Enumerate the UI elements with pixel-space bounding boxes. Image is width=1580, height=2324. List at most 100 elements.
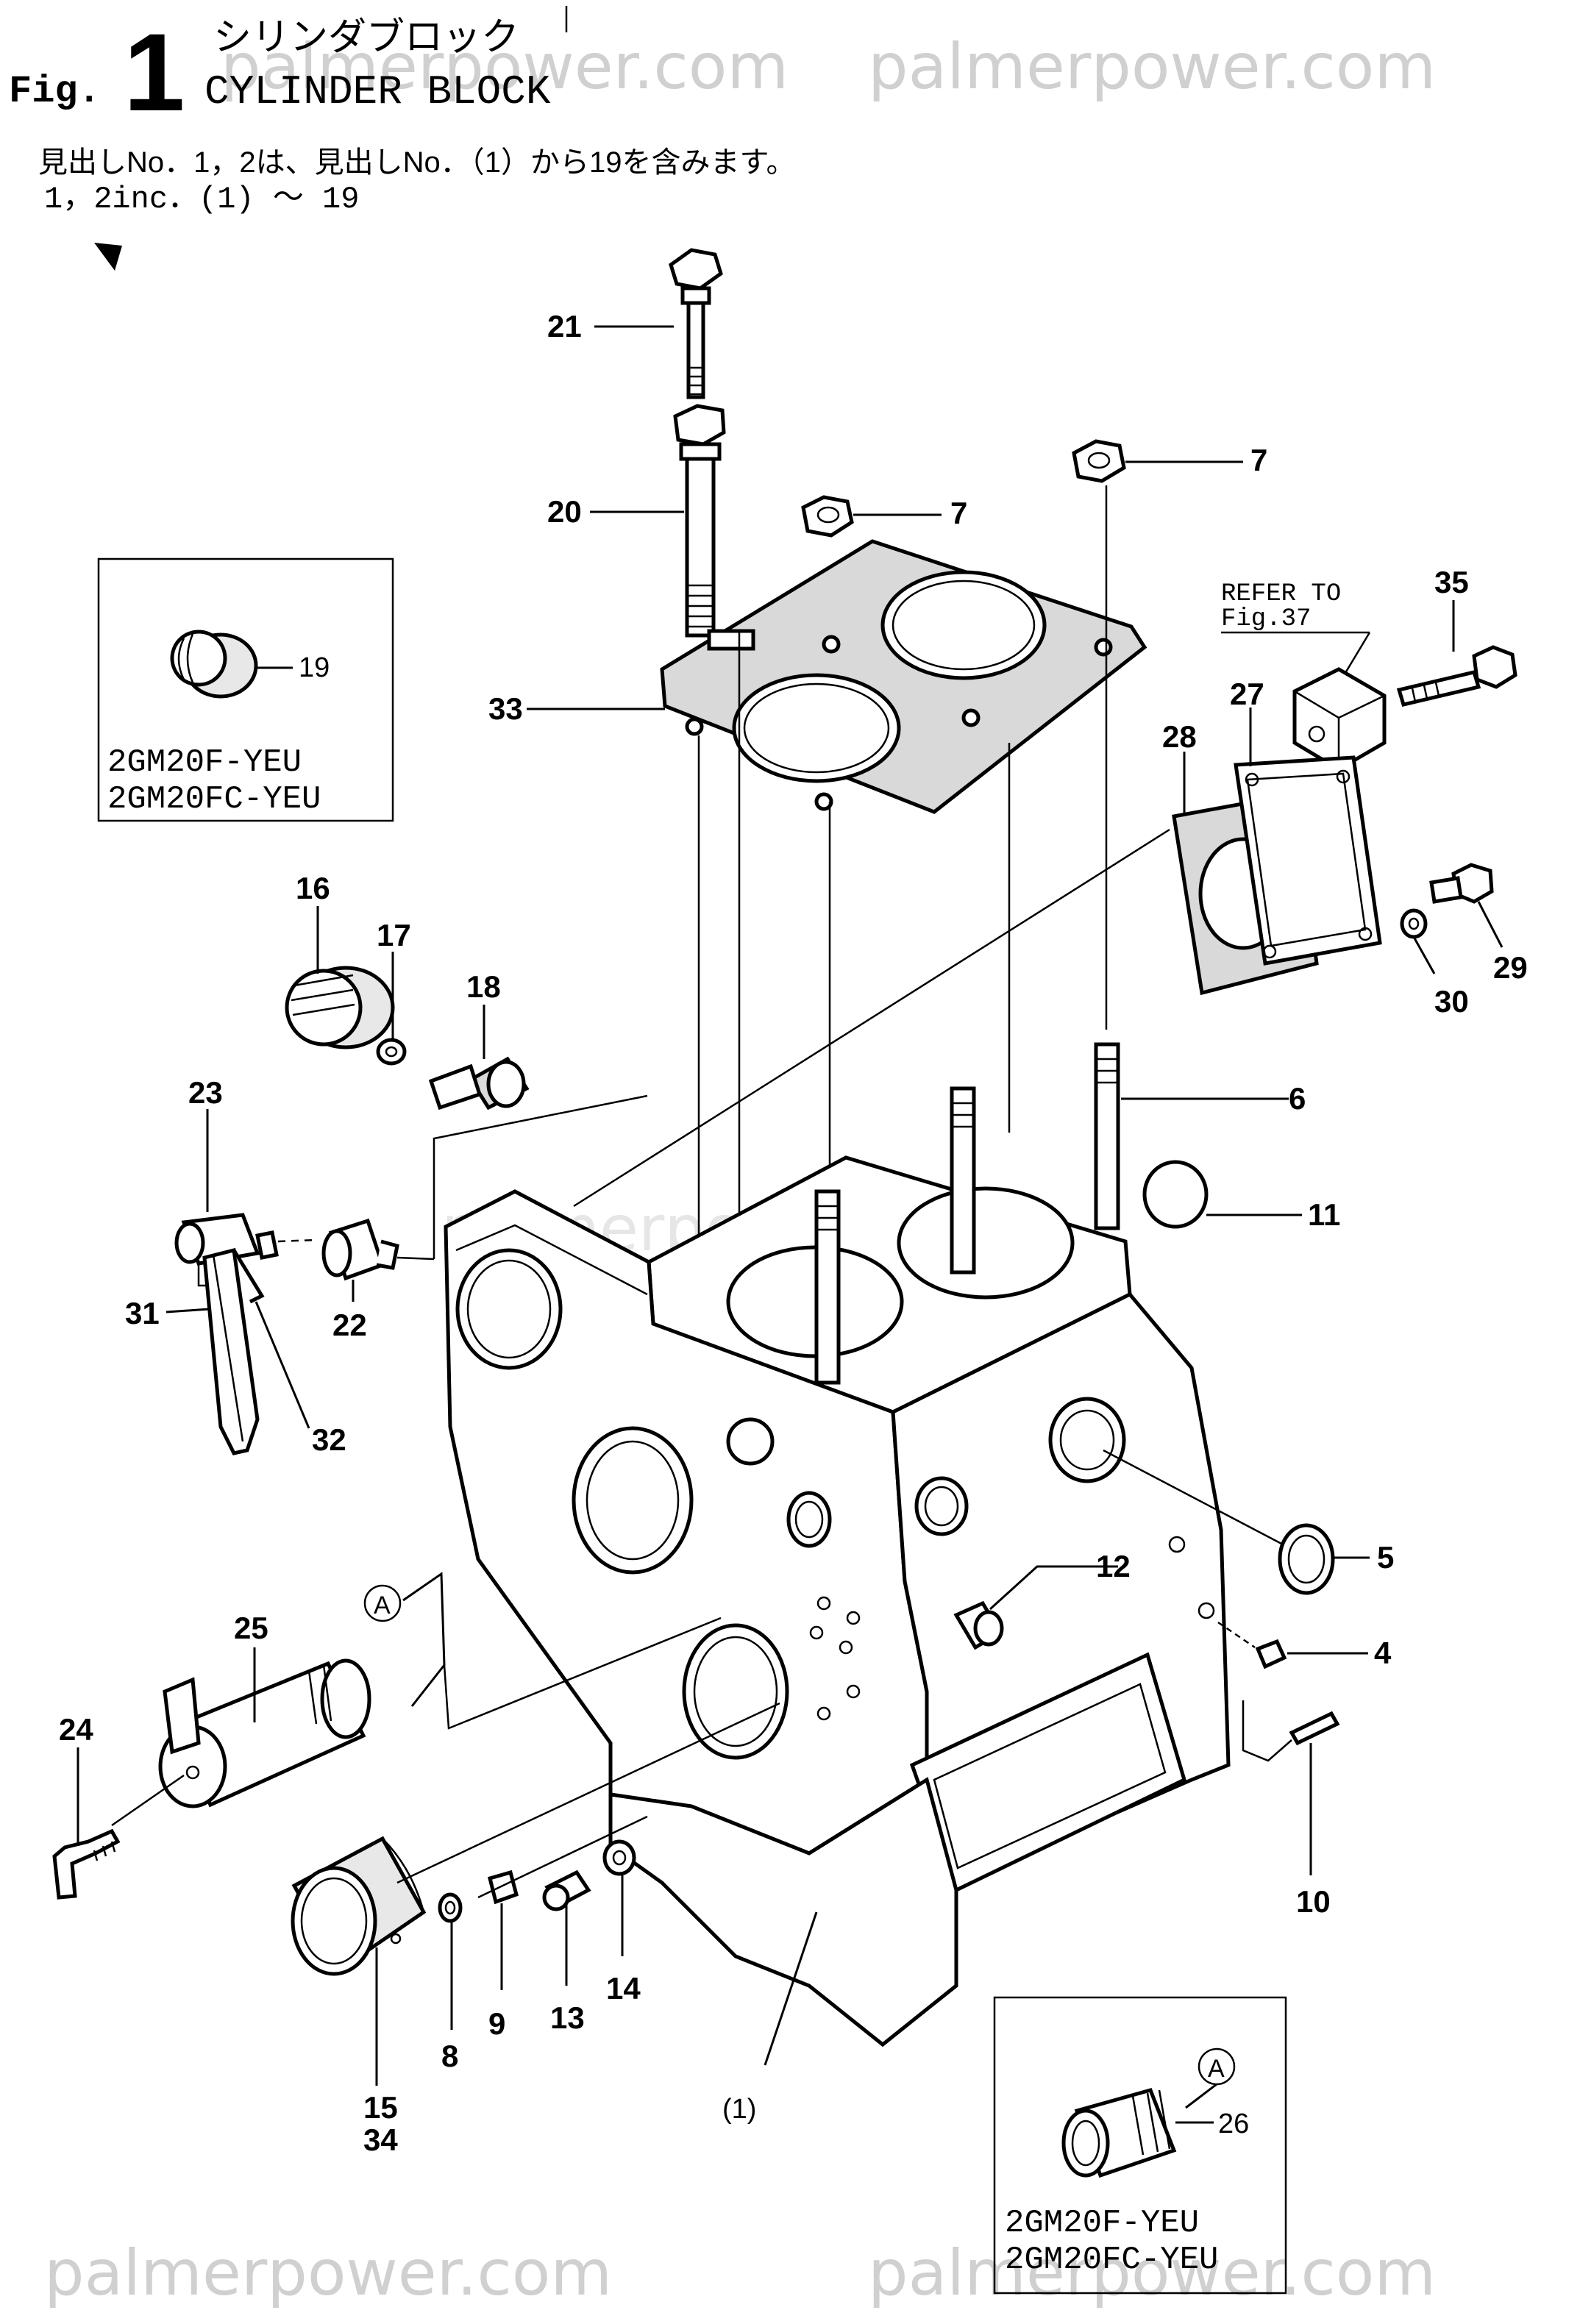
leader-A: [402, 1572, 446, 1707]
label-28: 28: [1162, 719, 1197, 754]
label-5: 5: [1377, 1540, 1394, 1575]
fitting-22-icon: [321, 1218, 399, 1281]
label-7a: 7: [950, 496, 967, 530]
label-17: 17: [377, 918, 411, 952]
title-english: CYLINDER BLOCK: [204, 68, 551, 115]
oring-8-icon: [438, 1892, 463, 1923]
watermark-bottom-left: palmerpower.com: [44, 2236, 612, 2310]
bolt-35-icon: [1396, 645, 1517, 707]
note-japanese: 見出しNo．1，2は、見出しNo．（1）から19を含みます。: [38, 146, 796, 179]
label-18: 18: [466, 969, 501, 1004]
plug-11-icon: [1142, 1160, 1209, 1229]
washer-30-icon: [1400, 908, 1428, 939]
jet-9-icon: [487, 1869, 519, 1905]
label-4: 4: [1374, 1636, 1392, 1670]
label-34: 34: [363, 2122, 398, 2157]
fitting-23-icon: [174, 1213, 279, 1287]
label-16: 16: [296, 871, 330, 905]
bearing-15-icon: [291, 1836, 427, 1976]
label-26: 26: [1218, 2109, 1249, 2139]
label-10: 10: [1296, 1884, 1331, 1919]
inset1-model-1: 2GM20F-YEU: [107, 744, 302, 781]
label-9: 9: [488, 2006, 505, 2041]
head-bolt-21-icon: [669, 248, 723, 399]
svg-text:A: A: [1208, 2055, 1225, 2083]
label-8: 8: [441, 2039, 458, 2073]
leader-31: [166, 1308, 210, 1314]
plug-4-icon: [1255, 1639, 1287, 1669]
note-english: 1，2inc．(1) ～ 19: [44, 182, 359, 217]
sensor-18-icon: [428, 1056, 530, 1111]
guide-22-block: [396, 1256, 435, 1261]
guide-15: [396, 1702, 780, 1884]
label-6: 6: [1289, 1081, 1306, 1116]
watermark-bottom-right: palmerpower.com: [868, 2236, 1436, 2310]
guide-A: [443, 1617, 722, 1730]
guide-5: [1103, 1449, 1284, 1546]
leader-29: [1477, 901, 1504, 948]
bolt-13-icon: [542, 1869, 591, 1911]
label-32: 32: [312, 1422, 346, 1457]
guide-18-block: [433, 1094, 648, 1259]
guide-9: [477, 1815, 648, 1899]
label-11: 11: [1308, 1197, 1340, 1232]
label-21: 21: [547, 309, 582, 343]
refer-line-1: REFER TO: [1221, 580, 1341, 608]
label-15: 15: [363, 2090, 398, 2125]
adapter-block-icon: [1292, 667, 1387, 771]
arrow-marker-icon: [94, 243, 122, 271]
seal-5-icon: [1278, 1523, 1335, 1595]
label-7b: 7: [1250, 443, 1267, 477]
label-13: 13: [550, 2000, 585, 2035]
head-bolt-20-icon: [673, 404, 726, 638]
fig-prefix: Fig.: [9, 70, 101, 113]
hose-31-icon: [202, 1247, 265, 1455]
label-25: 25: [234, 1611, 268, 1645]
bolt-29-icon: [1429, 863, 1494, 904]
fitting-26-icon: [1061, 2087, 1177, 2178]
head-gasket-33-icon: [660, 539, 1147, 814]
label-31: 31: [125, 1296, 160, 1330]
label-23: 23: [188, 1075, 223, 1110]
guide-23-22: [277, 1238, 317, 1243]
callout-A-left: A: [363, 1584, 402, 1622]
label-30: 30: [1434, 984, 1469, 1019]
label-20: 20: [547, 494, 582, 529]
label-14: 14: [606, 1971, 641, 2006]
inset-box-plug: [97, 557, 394, 822]
label-22: 22: [332, 1308, 367, 1342]
cover-27-icon: [1234, 755, 1382, 966]
leader-30: [1412, 936, 1436, 974]
guide-line-cover: [573, 828, 1170, 1208]
svg-text:A: A: [374, 1591, 391, 1619]
guide-24: [111, 1774, 185, 1827]
washer-14-icon: [602, 1839, 636, 1876]
inset2-model-1: 2GM20F-YEU: [1005, 2205, 1199, 2242]
fig-number: 1: [124, 10, 185, 134]
callout-A-inset: A: [1198, 2047, 1236, 2086]
label-1: (1): [722, 2094, 756, 2125]
inset1-model-2: 2GM20FC-YEU: [107, 781, 321, 818]
label-12: 12: [1096, 1549, 1131, 1583]
label-24: 24: [59, 1712, 93, 1747]
nut-7-right-icon: [1072, 439, 1126, 483]
pipe-25-icon: [158, 1658, 371, 1808]
cylinder-block-icon: [444, 1042, 1231, 2047]
guide-4: [1217, 1621, 1256, 1649]
elbow-24-icon: [52, 1828, 121, 1900]
plug-19-icon: [170, 630, 258, 699]
inset-box-26: [993, 1996, 1287, 2295]
leader-32: [255, 1301, 310, 1429]
label-27: 27: [1230, 677, 1264, 711]
leader-A-inset: [1185, 2083, 1217, 2109]
guide-10: [1242, 1700, 1292, 1762]
plug-12-icon: [953, 1600, 1004, 1650]
watermark-top-left: palmerpower.com: [221, 30, 789, 104]
washer-17-icon: [376, 1038, 407, 1066]
watermark-top-right: palmerpower.com: [868, 30, 1436, 104]
nut-7-center-icon: [801, 495, 854, 538]
refer-line-2: Fig.37: [1221, 605, 1311, 633]
label-29: 29: [1493, 950, 1528, 985]
leader-1: [764, 1911, 818, 2066]
